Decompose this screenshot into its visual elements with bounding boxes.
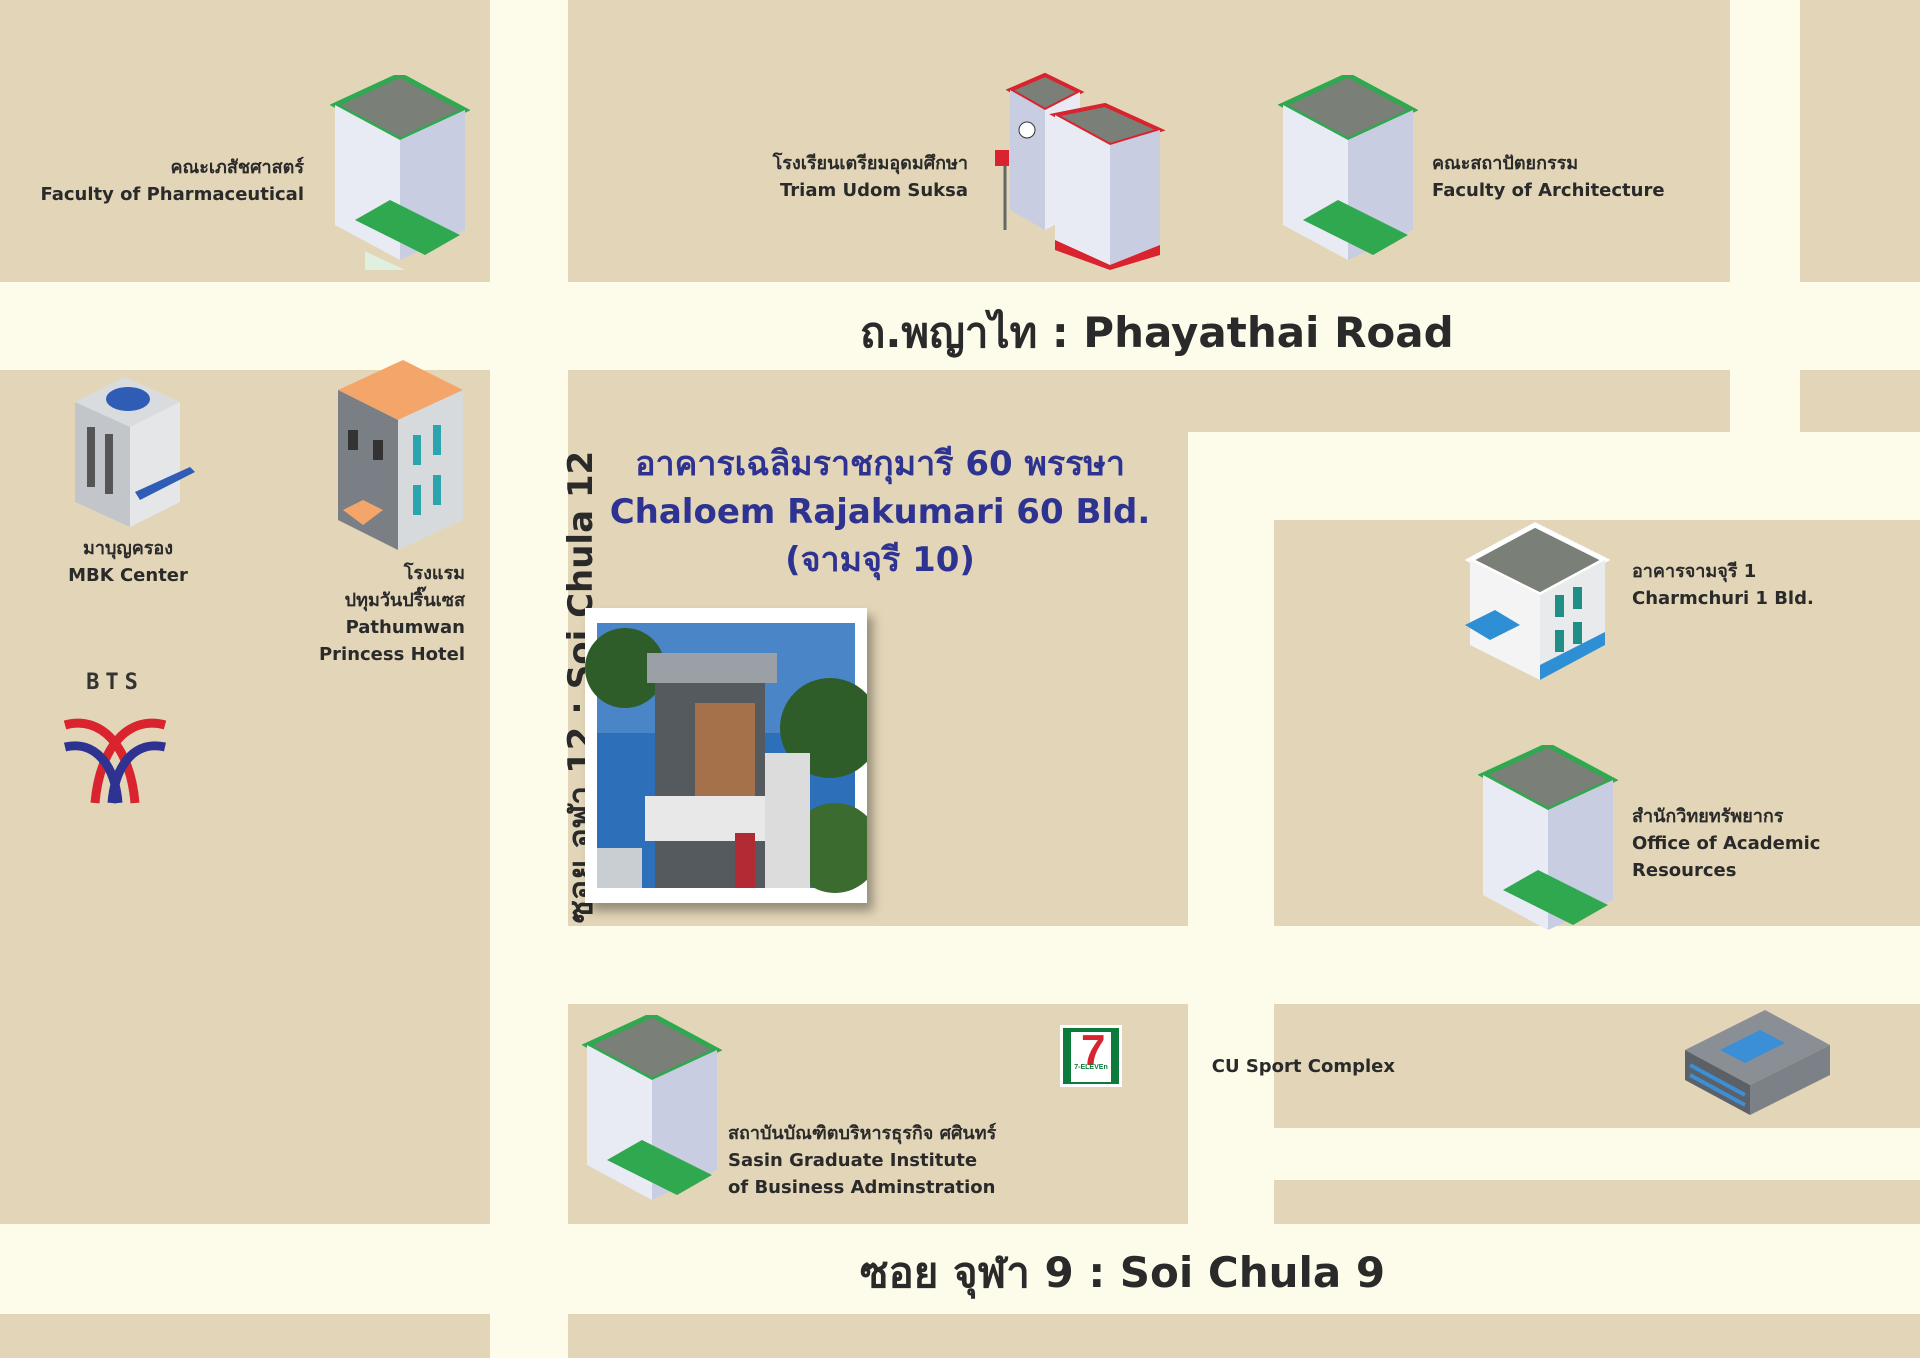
office-building-icon (582, 1015, 722, 1200)
mbk-label-en: MBK Center (68, 565, 188, 586)
pharmaceutical-label: คณะเภสัชศาสตร์ Faculty of Pharmaceutical (41, 154, 305, 208)
pharmaceutical-label-th: คณะเภสัชศาสตร์ (170, 157, 304, 178)
sasin-label: สถาบันบัณฑิตบริหารธุรกิจ ศศินทร์ Sasin G… (728, 1120, 996, 1201)
sport-complex-label-en: CU Sport Complex (1211, 1056, 1395, 1077)
charmchuri-label-en: Charmchuri 1 Bld. (1632, 588, 1814, 609)
main-building-name-alt: (จามจุรี 10) (785, 540, 975, 580)
architecture-label-en: Faculty of Architecture (1432, 180, 1665, 201)
pathumwan-label-th2: ปทุมวันปริ๊นเซส (344, 590, 465, 611)
soi-chula-9-road (0, 1224, 1920, 1314)
soi-chula-9-label: ซอย จุฬา 9 : Soi Chula 9 (860, 1248, 1386, 1297)
seven-eleven-text: 7-ELEVEn (1074, 1064, 1108, 1071)
soi-chula-12-road (490, 0, 568, 1358)
triam-udom-label-th: โรงเรียนเตรียมอุดมศึกษา (772, 153, 968, 174)
office-building-icon (330, 75, 470, 270)
academic-label-en1: Office of Academic (1632, 833, 1821, 854)
hotel-icon (338, 360, 463, 550)
triam-udom-label-en: Triam Udom Suksa (779, 180, 968, 201)
phayathai-road-label: ถ.พญาไท : Phayathai Road (860, 308, 1454, 357)
charmchuri-label: อาคารจามจุรี 1 Charmchuri 1 Bld. (1632, 558, 1814, 612)
phayathai-road (0, 282, 1920, 370)
charmchuri-label-th: อาคารจามจุรี 1 (1632, 561, 1757, 582)
shopping-mall-icon (75, 377, 195, 527)
academic-label-th: สำนักวิทยทรัพยากร (1632, 806, 1784, 827)
pharmaceutical-label-en: Faculty of Pharmaceutical (40, 184, 305, 205)
triam-udom-label: โรงเรียนเตรียมอุดมศึกษา Triam Udom Suksa (773, 150, 968, 204)
bts-logo-text: BTS (86, 670, 144, 695)
seven-eleven-logo: 7 7-ELEVEn (1060, 1025, 1122, 1087)
sasin-label-th: สถาบันบัณฑิตบริหารธุรกิจ ศศินทร์ (728, 1123, 997, 1144)
east-road (1730, 0, 1800, 432)
mbk-label: มาบุญครอง MBK Center (38, 535, 218, 589)
academic-label: สำนักวิทยทรัพยากร Office of Academic Res… (1632, 803, 1820, 884)
main-building-name-th: อาคารเฉลิมราชกุมารี 60 พรรษา (635, 444, 1125, 484)
sport-complex-label: CU Sport Complex (1212, 1053, 1395, 1080)
sasin-label-en1: Sasin Graduate Institute (728, 1150, 978, 1171)
school-icon (995, 72, 1165, 270)
academic-label-en2: Resources (1632, 860, 1737, 881)
office-building-icon (1478, 745, 1618, 930)
police-station-icon (1465, 522, 1611, 680)
architecture-label: คณะสถาปัตยกรรม Faculty of Architecture (1432, 150, 1665, 204)
main-building-name-en: Chaloem Rajakumari 60 Bld. (609, 492, 1151, 532)
inner-road-1 (1188, 432, 1920, 520)
sasin-label-en2: of Business Adminstration (728, 1177, 996, 1198)
pathumwan-label: โรงแรม ปทุมวันปริ๊นเซส Pathumwan Princes… (319, 560, 465, 668)
pathumwan-label-en2: Princess Hotel (318, 644, 465, 665)
architecture-label-th: คณะสถาปัตยกรรม (1432, 153, 1579, 174)
pathumwan-label-th1: โรงแรม (403, 563, 465, 584)
pathumwan-label-en1: Pathumwan (345, 617, 465, 638)
office-building-icon (1278, 75, 1418, 260)
bts-logo: BTS (60, 670, 170, 809)
main-building-photo (585, 608, 880, 903)
main-building-title: อาคารเฉลิมราชกุมารี 60 พรรษา Chaloem Raj… (540, 440, 1220, 584)
mbk-label-th: มาบุญครอง (82, 538, 174, 559)
inner-road-3 (568, 926, 1920, 1004)
bts-symbol-icon (63, 718, 167, 804)
inner-road-4 (1274, 1128, 1920, 1180)
sport-complex-icon (1685, 1010, 1830, 1115)
inner-road-2 (1188, 432, 1274, 1224)
